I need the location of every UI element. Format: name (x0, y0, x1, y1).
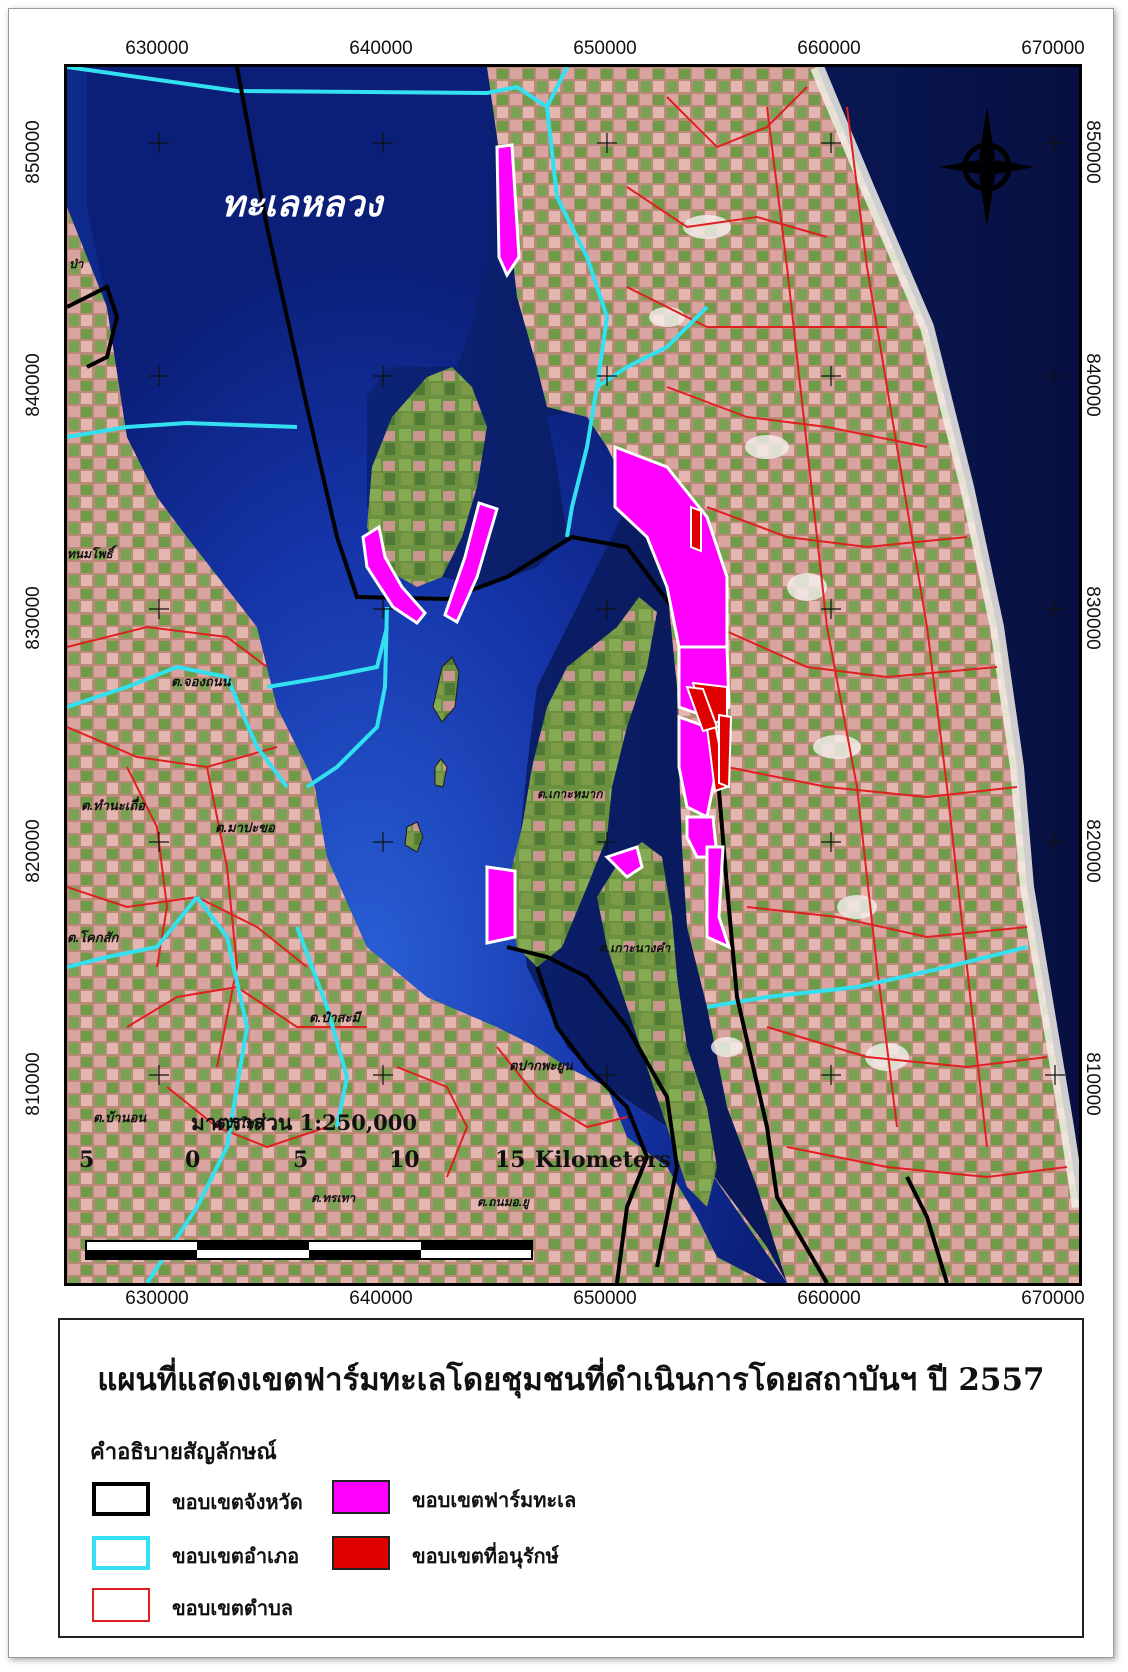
map-title: แผนที่แสดงเขตฟาร์มทะเลโดยชุมชนที่ดำเนินก… (97, 1362, 1045, 1398)
conservation-zones (685, 505, 733, 793)
place-label: ต.โคกสัก (67, 930, 119, 945)
y-tick-label: 820000 (23, 819, 44, 883)
y-tick-label: 810000 (23, 1052, 44, 1116)
place-label: ต.ปำสะมี (309, 1010, 361, 1025)
place-label: ทนมโพธิ์ (67, 547, 113, 561)
x-tick-label: 650000 (573, 38, 637, 59)
place-label: ต.ถนมอ.ยู (477, 1195, 530, 1209)
lake-water (87, 67, 787, 1283)
x-tick-label: 660000 (797, 1288, 861, 1309)
legend-heading: คำอธิบายสัญลักษณ์ (90, 1439, 277, 1465)
scale-tick-label: 0 (185, 1147, 201, 1173)
place-label: ต.ทรเทา (311, 1191, 356, 1205)
beach-line (810, 67, 1079, 1209)
north-island (367, 367, 487, 587)
x-tick-label: 670000 (1021, 1288, 1085, 1309)
x-tick-label: 660000 (797, 38, 861, 59)
satellite-map (67, 67, 1079, 1283)
legend-label: ขอบเขตจังหวัด (172, 1490, 303, 1514)
y-tick-label: 840000 (23, 353, 44, 417)
sea-farm-swatch (332, 1480, 390, 1514)
small-islets (404, 656, 460, 853)
place-label: ต.วังใหม่ (213, 1116, 263, 1131)
scale-title: มาตราส่วน 1:250,000 (191, 1110, 417, 1135)
x-tick-label: 640000 (349, 38, 413, 59)
place-label: ต.บ้านอน (93, 1110, 147, 1125)
legend-label: ขอบเขตอำเภอ (172, 1544, 300, 1568)
y-tick-label: 830000 (1082, 586, 1103, 650)
central-island (507, 597, 657, 967)
place-label: ต.เกาะนางคำ (599, 941, 671, 955)
western-land (67, 207, 787, 1283)
scale-unit: Kilometers (535, 1147, 671, 1173)
district-boundaries (67, 67, 1028, 1283)
y-tick-label: 850000 (23, 120, 44, 184)
scale-tick-label: 10 (389, 1147, 420, 1173)
y-tick-label: 810000 (1082, 1052, 1103, 1116)
y-tick-label: 840000 (1082, 353, 1103, 417)
scale-tick-label: 5 (293, 1147, 309, 1173)
place-label: ต.ทำนะเถื่อ (81, 798, 145, 813)
lake-label: ทะเลหลวง (221, 183, 383, 224)
map-panel[interactable]: ทะเลหลวง ต.จองถนน ต.ทำนะเถื่อ ต.มาปะขอ ต… (64, 64, 1082, 1286)
legend-label: ขอบเขตฟาร์มทะเล (412, 1488, 577, 1512)
south-island (597, 842, 717, 1207)
x-tick-label: 650000 (573, 1288, 637, 1309)
grid-crosses (149, 133, 1065, 1085)
y-tick-label: 830000 (23, 586, 44, 650)
place-label: ต.เกาะหมาก (537, 787, 603, 801)
x-tick-label: 630000 (125, 38, 189, 59)
district-boundary-swatch (92, 1536, 150, 1570)
scale-bar (85, 1240, 533, 1260)
y-tick-label: 850000 (1082, 120, 1103, 184)
place-label: ต.มาปะขอ (215, 820, 275, 835)
place-label: ต.จองถนน (171, 674, 231, 689)
x-tick-label: 670000 (1021, 38, 1085, 59)
north-arrow-icon (939, 107, 1035, 227)
province-boundary-swatch (92, 1482, 150, 1516)
x-tick-label: 640000 (349, 1288, 413, 1309)
conservation-swatch (332, 1536, 390, 1570)
scale-tick-label: 5 (79, 1147, 95, 1173)
y-tick-label: 820000 (1082, 819, 1103, 883)
scale-tick-label: 15 (495, 1147, 526, 1173)
legend-label: ขอบเขตตำบล (172, 1596, 294, 1620)
province-boundaries (67, 67, 949, 1283)
place-label: ตปากพะยูน (509, 1058, 573, 1073)
legend-panel: แผนที่แสดงเขตฟาร์มทะเลโดยชุมชนที่ดำเนินก… (58, 1318, 1084, 1638)
place-label: ป่า (69, 257, 84, 271)
legend-label: ขอบเขตที่อนุรักษ์ (412, 1544, 559, 1568)
subdistrict-boundary-swatch (92, 1588, 150, 1622)
x-tick-label: 630000 (125, 1288, 189, 1309)
